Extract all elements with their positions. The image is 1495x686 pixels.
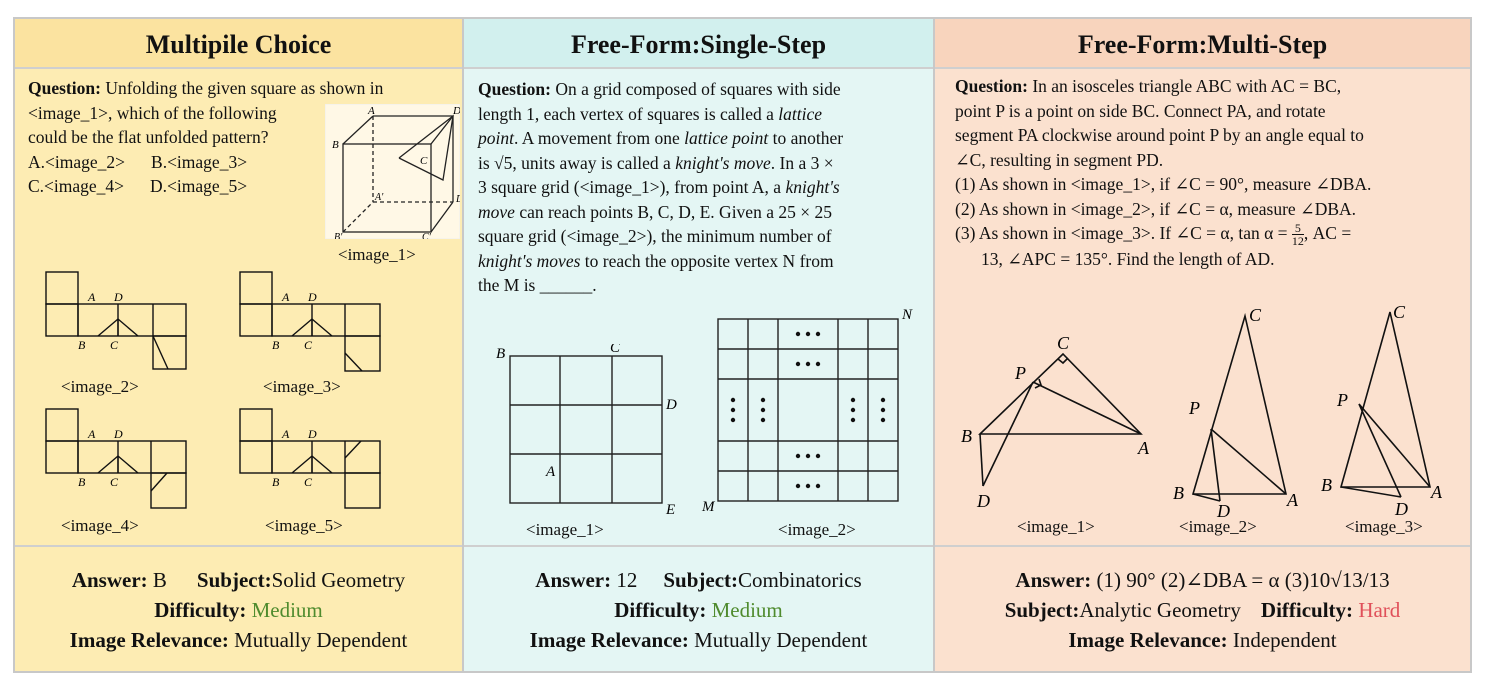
option-a: A.<image_2>	[28, 151, 126, 172]
net-image-2: A D B C	[45, 271, 187, 370]
svg-text:B: B	[272, 475, 280, 489]
ss-caption-image-1: <image_1>	[526, 520, 604, 539]
triangle-image-1: C P B A D	[961, 333, 1150, 511]
svg-text:C: C	[304, 338, 313, 352]
cube-label-a2: A'	[374, 192, 384, 203]
caption-image-4: <image_4>	[61, 516, 139, 535]
svg-text:D: D	[307, 290, 317, 304]
svg-text:A: A	[87, 427, 96, 441]
tri1-label-p: P	[1014, 363, 1026, 383]
tri2-label-p: P	[1188, 398, 1200, 418]
svg-text:D: D	[113, 427, 123, 441]
multi-step-header: Free-Form:Multi-Step	[935, 19, 1470, 69]
tri3-label-c: C	[1393, 302, 1406, 322]
ss-caption-image-2: <image_2>	[778, 520, 856, 539]
svg-text:A: A	[281, 427, 290, 441]
svg-text:B: B	[78, 338, 86, 352]
tri1-label-c: C	[1057, 333, 1070, 353]
svg-text:D: D	[307, 427, 317, 441]
tri2-label-a: A	[1286, 490, 1299, 510]
ms-relevance: Independent	[1232, 628, 1337, 652]
cube-label-d: D	[452, 105, 460, 117]
single-step-header: Free-Form:Single-Step	[464, 19, 933, 69]
ms-difficulty: Hard	[1358, 598, 1401, 622]
multi-step-panel: Free-Form:Multi-Step Question: In an iso…	[935, 17, 1472, 673]
cube-label-b2: B'	[334, 232, 343, 239]
ss-answer: 12	[616, 568, 638, 592]
ms-caption-image-1: <image_1>	[1017, 517, 1095, 536]
single-step-panel: Free-Form:Single-Step Question: On a gri…	[464, 17, 935, 673]
triangle-image-2: C P B A D	[1173, 305, 1299, 519]
option-c: C.<image_4>	[28, 176, 125, 196]
svg-text:C: C	[304, 475, 313, 489]
tri1-label-b: B	[961, 426, 972, 446]
grid-label-a: A	[545, 464, 556, 480]
cube-label-a: A	[367, 105, 375, 117]
multiple-choice-panel: Multipile Choice Question: Unfolding the…	[13, 17, 464, 673]
option-d: D.<image_5>	[150, 176, 248, 196]
grid-label-c: C	[610, 344, 621, 356]
mc-subject: Solid Geometry	[271, 568, 406, 592]
caption-image-2: <image_2>	[61, 377, 139, 396]
cube-label-c2: C'	[422, 232, 432, 239]
grid-label-m: M	[701, 499, 716, 515]
ss-relevance: Mutually Dependent	[694, 628, 868, 652]
ms-caption-image-2: <image_2>	[1179, 517, 1257, 536]
mc-question-text: Question: Unfolding the given square as …	[28, 78, 384, 196]
cube-label-b: B	[332, 139, 339, 151]
svg-text:C: C	[110, 475, 119, 489]
cube-label-c: C	[420, 155, 428, 167]
svg-text:B: B	[78, 475, 86, 489]
cube-diagram: A D B C A' D' B' C'	[325, 104, 460, 239]
mc-answer: B	[152, 568, 167, 592]
svg-text:D: D	[113, 290, 123, 304]
grid-label-d: D	[665, 397, 677, 413]
svg-text:A: A	[281, 290, 290, 304]
net-image-5: A D B C	[239, 408, 381, 509]
net-image-3: A D B C	[239, 271, 381, 372]
grid-25x25-diagram: M N	[701, 307, 913, 515]
caption-image-3: <image_3>	[263, 377, 341, 396]
tri2-label-b: B	[1173, 483, 1184, 503]
tri2-label-c: C	[1249, 305, 1262, 325]
question-label: Question:	[28, 78, 101, 98]
mc-difficulty: Medium	[251, 598, 323, 622]
caption-image-5: <image_5>	[265, 516, 343, 535]
grid-label-b: B	[496, 346, 505, 362]
option-b: B.<image_3>	[151, 151, 248, 172]
triangle-image-3: C P B A D	[1321, 302, 1443, 519]
grid-label-n: N	[901, 307, 913, 323]
caption-image-1: <image_1>	[338, 245, 416, 264]
ms-answer: (1) 90° (2)∠DBA = α (3)10√13/13	[1096, 568, 1390, 592]
ms-subject: Analytic Geometry	[1079, 598, 1241, 622]
ms-caption-image-3: <image_3>	[1345, 517, 1423, 536]
tri1-label-d: D	[976, 491, 990, 511]
tri3-label-p: P	[1336, 390, 1348, 410]
svg-text:B: B	[272, 338, 280, 352]
tri3-label-b: B	[1321, 475, 1332, 495]
tri3-label-d: D	[1394, 499, 1408, 519]
multiple-choice-header: Multipile Choice	[15, 19, 462, 69]
mc-relevance: Mutually Dependent	[234, 628, 408, 652]
grid-3x3-diagram: B C D A E	[496, 344, 677, 518]
ss-question-text: Question: On a grid composed of squares …	[478, 79, 844, 295]
svg-text:C: C	[110, 338, 119, 352]
grid-label-e: E	[665, 502, 675, 518]
cube-label-d2: D'	[455, 194, 460, 205]
tri1-label-a: A	[1137, 438, 1150, 458]
net-image-4: A D B C	[45, 408, 187, 509]
ss-difficulty: Medium	[711, 598, 783, 622]
ms-question-text: Question: In an isosceles triangle ABC w…	[955, 76, 1372, 270]
tri3-label-a: A	[1430, 482, 1443, 502]
svg-text:A: A	[87, 290, 96, 304]
ss-subject: Combinatorics	[738, 568, 862, 592]
tri2-label-d: D	[1216, 501, 1230, 519]
ms-answer-block: Answer: (1) 90° (2)∠DBA = α (3)10√13/13 …	[935, 545, 1470, 673]
